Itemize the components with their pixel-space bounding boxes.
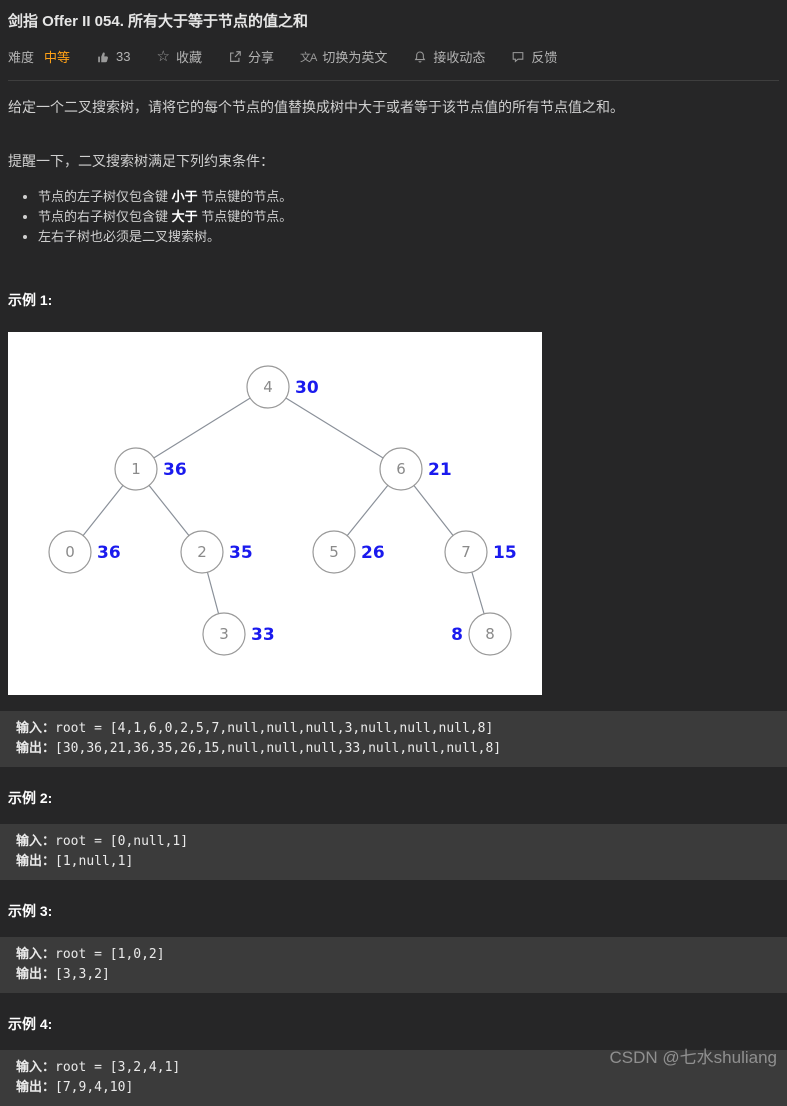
favorite-button[interactable]: ☆ 收藏 bbox=[157, 47, 202, 66]
example-output-line: 输出：[30,36,21,36,35,26,15,null,null,null,… bbox=[16, 741, 502, 756]
svg-text:3: 3 bbox=[219, 625, 229, 643]
tree-node: 2 35 bbox=[180, 530, 253, 574]
switch-language-button[interactable]: 文A 切换为英文 bbox=[300, 47, 387, 66]
tree-node: 7 15 bbox=[444, 530, 517, 574]
csdn-watermark: CSDN @七水shuliang bbox=[609, 1048, 777, 1067]
tree-node: 0 36 bbox=[48, 530, 121, 574]
tree-node: 4 30 bbox=[246, 365, 319, 409]
svg-text:8: 8 bbox=[485, 625, 495, 643]
description-paragraph: 给定一个二叉搜索树，请将它的每个节点的值替换成树中大于或者等于该节点值的所有节点… bbox=[8, 99, 624, 115]
problem-header: 剑指 Offer II 054. 所有大于等于节点的值之和 难度 中等 33 ☆… bbox=[0, 0, 787, 81]
feedback-label: 反馈 bbox=[531, 50, 558, 65]
tree-node: 6 21 bbox=[379, 447, 452, 491]
tree-edge bbox=[267, 386, 402, 470]
example-output-line: 输出：[1,null,1] bbox=[16, 854, 134, 869]
constraint-item: 节点的右子树仅包含键 大于 节点键的节点。 bbox=[38, 209, 779, 224]
meta-row: 难度 中等 33 ☆ 收藏 bbox=[8, 47, 779, 81]
svg-text:5: 5 bbox=[329, 543, 339, 561]
svg-text:1: 1 bbox=[131, 460, 141, 478]
difficulty-badge: 中等 bbox=[44, 50, 71, 65]
subscribe-label: 接收动态 bbox=[433, 50, 486, 65]
star-icon: ☆ bbox=[156, 48, 170, 65]
page-title: 剑指 Offer II 054. 所有大于等于节点的值之和 bbox=[8, 13, 309, 30]
example-output-line: 输出：[7,9,4,10] bbox=[16, 1080, 134, 1095]
svg-text:6: 6 bbox=[396, 460, 406, 478]
example-1-heading: 示例 1: bbox=[8, 292, 53, 308]
svg-text:15: 15 bbox=[493, 543, 517, 563]
constraints-intro: 提醒一下，二叉搜索树满足下列约束条件： bbox=[8, 153, 274, 169]
tree-node: 88 bbox=[451, 612, 512, 656]
share-button[interactable]: 分享 bbox=[228, 47, 274, 66]
svg-text:36: 36 bbox=[163, 460, 187, 480]
favorite-label: 收藏 bbox=[175, 50, 202, 65]
svg-text:33: 33 bbox=[251, 625, 275, 645]
feedback-button[interactable]: 反馈 bbox=[511, 47, 557, 66]
example-input-line: 输入：root = [0,null,1] bbox=[16, 834, 189, 849]
example-input-line: 输入：root = [3,2,4,1] bbox=[16, 1060, 181, 1075]
tree-node: 5 26 bbox=[312, 530, 385, 574]
example-input-line: 输入：root = [4,1,6,0,2,5,7,null,null,null,… bbox=[16, 721, 494, 736]
bell-icon bbox=[413, 50, 427, 64]
svg-text:21: 21 bbox=[428, 460, 452, 480]
svg-text:30: 30 bbox=[295, 378, 319, 398]
tree-node: 1 36 bbox=[114, 447, 187, 491]
svg-text:7: 7 bbox=[461, 543, 471, 561]
problem-page: 剑指 Offer II 054. 所有大于等于节点的值之和 难度 中等 33 ☆… bbox=[0, 0, 787, 1076]
difficulty-group: 难度 中等 bbox=[8, 47, 70, 66]
speech-bubble-icon bbox=[511, 50, 525, 64]
tree-edge bbox=[135, 386, 269, 470]
subscribe-button[interactable]: 接收动态 bbox=[413, 47, 485, 66]
example-output-line: 输出：[3,3,2] bbox=[16, 967, 110, 982]
svg-text:36: 36 bbox=[97, 543, 121, 563]
share-icon bbox=[228, 50, 242, 64]
like-button[interactable]: 33 bbox=[96, 49, 131, 64]
example-3-code: 输入：root = [1,0,2] 输出：[3,3,2] bbox=[0, 937, 787, 993]
svg-text:26: 26 bbox=[361, 543, 385, 563]
constraint-item: 左右子树也必须是二叉搜索树。 bbox=[38, 229, 779, 244]
example-1-code: 输入：root = [4,1,6,0,2,5,7,null,null,null,… bbox=[0, 711, 787, 767]
svg-text:8: 8 bbox=[451, 625, 463, 645]
svg-text:4: 4 bbox=[263, 378, 273, 396]
example-2-code: 输入：root = [0,null,1] 输出：[1,null,1] bbox=[0, 824, 787, 880]
thumbs-up-icon bbox=[96, 50, 110, 64]
switch-language-label: 切换为英文 bbox=[322, 50, 388, 65]
example-input-line: 输入：root = [1,0,2] bbox=[16, 947, 165, 962]
constraint-item: 节点的左子树仅包含键 小于 节点键的节点。 bbox=[38, 189, 779, 204]
translate-icon: 文A bbox=[299, 51, 317, 64]
share-label: 分享 bbox=[247, 50, 274, 65]
svg-text:0: 0 bbox=[65, 543, 75, 561]
example-3-heading: 示例 3: bbox=[8, 903, 53, 919]
difficulty-label: 难度 bbox=[8, 50, 35, 65]
like-count: 33 bbox=[116, 49, 131, 64]
constraints-list: 节点的左子树仅包含键 小于 节点键的节点。 节点的右子树仅包含键 大于 节点键的… bbox=[38, 189, 779, 244]
problem-content: 给定一个二叉搜索树，请将它的每个节点的值替换成树中大于或者等于该节点值的所有节点… bbox=[0, 97, 787, 1106]
example-4-heading: 示例 4: bbox=[8, 1016, 53, 1032]
svg-text:2: 2 bbox=[197, 543, 207, 561]
example-2-heading: 示例 2: bbox=[8, 790, 53, 806]
svg-text:35: 35 bbox=[229, 543, 253, 563]
